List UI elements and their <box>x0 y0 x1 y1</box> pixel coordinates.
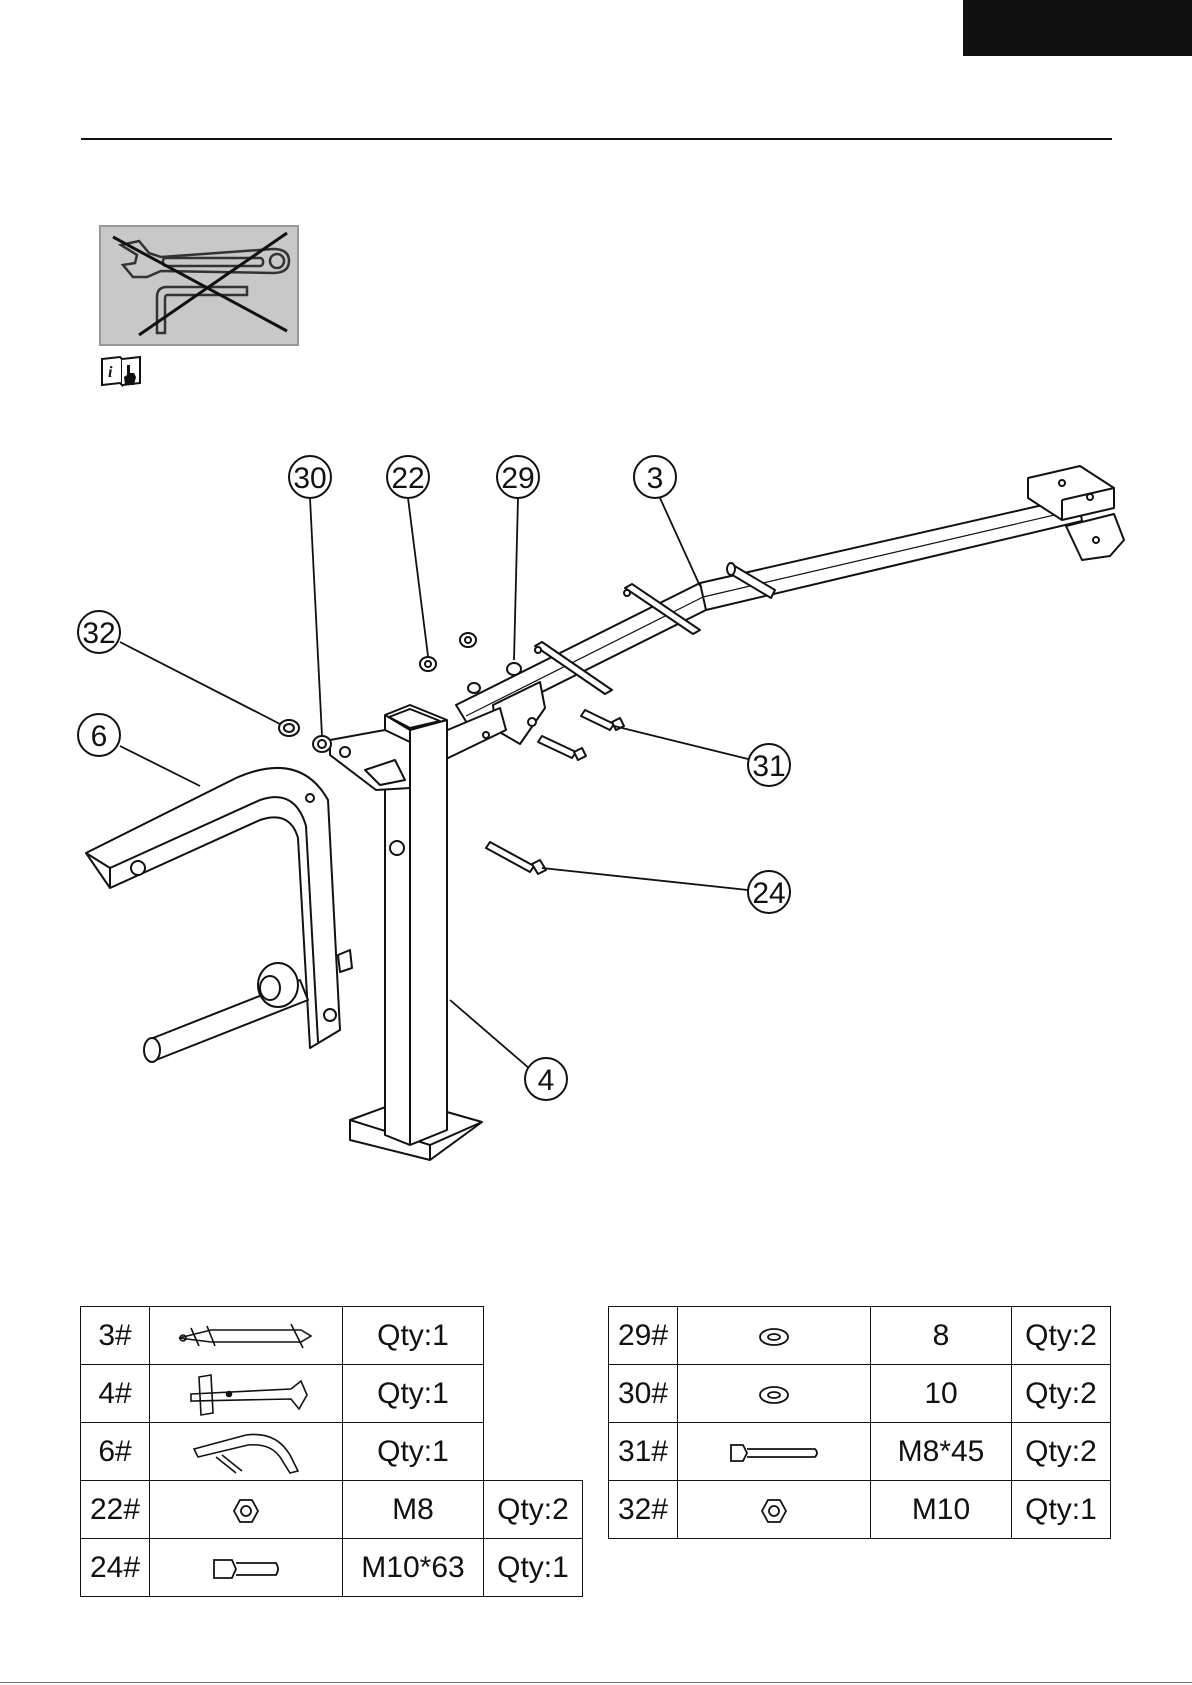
part-qty: Qty:1 <box>343 1365 484 1423</box>
callout-30-label: 30 <box>293 462 326 495</box>
callout-30: 30 <box>289 456 331 498</box>
curved-arm-part-icon <box>150 1423 343 1481</box>
callout-3: 3 <box>634 456 676 498</box>
part-qty: Qty:2 <box>1012 1307 1111 1365</box>
callout-31: 31 <box>748 744 790 786</box>
callout-22: 22 <box>387 456 429 498</box>
part-qty: Qty:1 <box>343 1307 484 1365</box>
parts-table-right: 29# 8 Qty:2 30# 10 Qty:2 31# M8*45 Qty:2… <box>608 1306 1111 1539</box>
assembly-diagram: 30 22 29 3 32 6 31 24 4 <box>0 440 1192 1180</box>
table-row: 31# M8*45 Qty:2 <box>609 1423 1111 1481</box>
curved-arm-part <box>86 768 352 1062</box>
table-row: 29# 8 Qty:2 <box>609 1307 1111 1365</box>
part-id: 29# <box>609 1307 678 1365</box>
parts-table-left: 3# Qty:1 4# Qty:1 6# Qty:1 <box>80 1306 583 1597</box>
footer-divider <box>0 1682 1192 1683</box>
part-qty: Qty:2 <box>1012 1365 1111 1423</box>
table-row: 4# Qty:1 <box>81 1365 583 1423</box>
long-bolt-icon <box>678 1423 871 1481</box>
part-id: 6# <box>81 1423 150 1481</box>
part-qty: Qty:1 <box>484 1539 583 1597</box>
callout-24: 24 <box>748 871 790 913</box>
header-divider <box>81 138 1112 140</box>
callout-29-label: 29 <box>501 462 534 495</box>
callout-32: 32 <box>78 611 120 653</box>
main-frame-part <box>438 466 1124 760</box>
part-id: 3# <box>81 1307 150 1365</box>
part-size: M8 <box>343 1481 484 1539</box>
part-qty: Qty:2 <box>484 1481 583 1539</box>
no-wrench-no-allen-key-icon <box>101 227 297 344</box>
table-row: 24# M10*63 Qty:1 <box>81 1539 583 1597</box>
no-tools-panel <box>99 225 299 346</box>
table-row: 30# 10 Qty:2 <box>609 1365 1111 1423</box>
part-size: 8 <box>871 1307 1012 1365</box>
table-row: 3# Qty:1 <box>81 1307 583 1365</box>
part-id: 24# <box>81 1539 150 1597</box>
main-frame-part-icon <box>150 1307 343 1365</box>
washer-icon <box>678 1365 871 1423</box>
washer-icon <box>678 1307 871 1365</box>
callout-22-label: 22 <box>391 462 424 495</box>
table-row: 6# Qty:1 <box>81 1423 583 1481</box>
callout-6-label: 6 <box>91 720 108 753</box>
part-size: M10*63 <box>343 1539 484 1597</box>
callout-29: 29 <box>497 456 539 498</box>
upright-post-part-icon <box>150 1365 343 1423</box>
callout-32-label: 32 <box>82 617 115 650</box>
callout-3-label: 3 <box>647 462 664 495</box>
nut-icon <box>678 1481 871 1539</box>
part-id: 31# <box>609 1423 678 1481</box>
part-id: 22# <box>81 1481 150 1539</box>
callout-6: 6 <box>78 714 120 756</box>
nut-icon <box>150 1481 343 1539</box>
callout-24-label: 24 <box>752 877 785 910</box>
read-manual-icon: i <box>100 355 144 387</box>
table-row: 22# M8 Qty:2 <box>81 1481 583 1539</box>
svg-text:i: i <box>108 364 113 381</box>
callout-31-label: 31 <box>752 750 785 783</box>
part-qty: Qty:1 <box>1012 1481 1111 1539</box>
bolt-icon <box>150 1539 343 1597</box>
part-size: M10 <box>871 1481 1012 1539</box>
part-id: 32# <box>609 1481 678 1539</box>
part-size: M8*45 <box>871 1423 1012 1481</box>
part-qty: Qty:2 <box>1012 1423 1111 1481</box>
part-size: 10 <box>871 1365 1012 1423</box>
upright-post-part <box>330 705 482 1160</box>
callout-4-label: 4 <box>538 1064 555 1097</box>
part-qty: Qty:1 <box>343 1423 484 1481</box>
page-corner-tab <box>963 0 1192 56</box>
part-id: 30# <box>609 1365 678 1423</box>
part-id: 4# <box>81 1365 150 1423</box>
table-row: 32# M10 Qty:1 <box>609 1481 1111 1539</box>
callout-4: 4 <box>525 1058 567 1100</box>
